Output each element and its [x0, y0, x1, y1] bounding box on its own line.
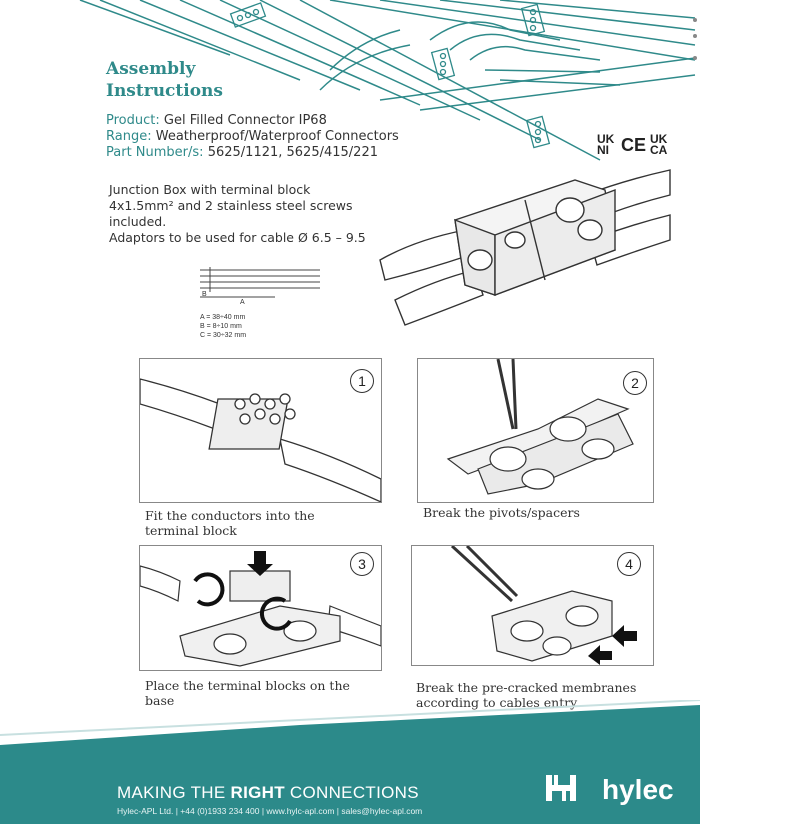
ce-mark: CE	[621, 134, 647, 155]
step-1-caption: Fit the conductors into the terminal blo…	[145, 508, 315, 538]
intro-line-2: 4x1.5mm² and 2 stainless steel screws	[109, 198, 353, 213]
intro-text: Junction Box with terminal block 4x1.5mm…	[109, 182, 366, 246]
intro-line-3: included.	[109, 214, 167, 229]
step-3-panel: 3	[139, 545, 382, 671]
step-1-caption-line-2: terminal block	[145, 523, 237, 538]
step-1-illustration	[139, 378, 382, 504]
step-4-illustration	[450, 544, 637, 665]
step-2-caption-line-1: Break the pivots/spacers	[423, 505, 580, 520]
range-row: Range: Weatherproof/Waterproof Connector…	[106, 129, 399, 144]
tagline-pre: MAKING THE	[117, 783, 231, 802]
arrow-rotate-icon	[193, 572, 292, 631]
step-1-panel: 1	[139, 358, 382, 504]
title-line-2: Instructions	[106, 81, 223, 101]
footer-band	[0, 700, 701, 824]
wire-strip-diagram: B A A = 38÷40 mm B = 8÷10 mm C = 30÷32 m…	[200, 267, 320, 339]
footer-tagline: MAKING THE RIGHT CONNECTIONS	[117, 783, 419, 803]
step-3-illustration	[139, 551, 382, 667]
product-value: Gel Filled Connector IP68	[163, 113, 327, 128]
arrow-left-icon	[588, 645, 612, 665]
intro-line-4: Adaptors to be used for cable Ø 6.5 – 9.…	[109, 230, 366, 245]
intro-line-1: Junction Box with terminal block	[109, 182, 311, 197]
step-2-caption: Break the pivots/spacers	[423, 505, 580, 520]
part-label: Part Number/s:	[106, 145, 204, 160]
tagline-post: CONNECTIONS	[284, 783, 419, 802]
range-value: Weatherproof/Waterproof Connectors	[155, 129, 399, 144]
strip-spec-a: A = 38÷40 mm	[200, 314, 245, 321]
step-1-number: 1	[350, 369, 374, 393]
step-4-panel: 4	[411, 544, 654, 666]
arrow-right-icon	[612, 625, 637, 647]
footer-contact: Hylec-APL Ltd. | +44 (0)1933 234 400 | w…	[117, 806, 423, 816]
step-3-caption: Place the terminal blocks on the base	[145, 678, 350, 708]
product-row: Product: Gel Filled Connector IP68	[106, 113, 327, 128]
strip-spec-c: C = 30÷32 mm	[200, 332, 246, 339]
certification-marks: UK NI CE UK CA	[597, 132, 670, 157]
title-line-1: Assembly	[106, 59, 196, 79]
part-number-row: Part Number/s: 5625/1121, 5625/415/221	[106, 145, 378, 160]
part-value: 5625/1121, 5625/415/221	[207, 145, 378, 160]
strip-spec-b: B = 8÷10 mm	[200, 323, 242, 330]
product-label: Product:	[106, 113, 160, 128]
header-line-art	[79, 0, 697, 161]
ukni-mark: UK NI	[597, 132, 615, 157]
connector-illustration	[379, 169, 671, 326]
step-4-caption: Break the pre-cracked membranes accordin…	[416, 680, 636, 710]
hylec-logo-icon	[546, 775, 576, 801]
step-3-caption-line-2: base	[145, 693, 175, 708]
tagline-bold: RIGHT	[230, 783, 285, 802]
step-3-number: 3	[350, 552, 374, 576]
step-4-caption-line-1: Break the pre-cracked membranes	[416, 680, 637, 695]
range-label: Range:	[106, 129, 152, 144]
page-title: Assembly Instructions	[106, 58, 223, 102]
step-2-number: 2	[623, 371, 647, 395]
strip-label-b: B	[202, 291, 207, 298]
step-2-illustration	[446, 358, 634, 495]
brand-name: hylec	[602, 774, 674, 805]
step-3-caption-line-1: Place the terminal blocks on the	[145, 678, 350, 693]
arrow-down-icon	[247, 551, 273, 576]
step-2-panel: 2	[417, 358, 654, 503]
step-4-number: 4	[617, 552, 641, 576]
step-1-caption-line-1: Fit the conductors into the	[145, 508, 315, 523]
ukca-mark: UK CA	[650, 132, 668, 157]
step-4-caption-line-2: according to cables entry	[416, 695, 578, 710]
strip-label-a: A	[240, 299, 245, 306]
